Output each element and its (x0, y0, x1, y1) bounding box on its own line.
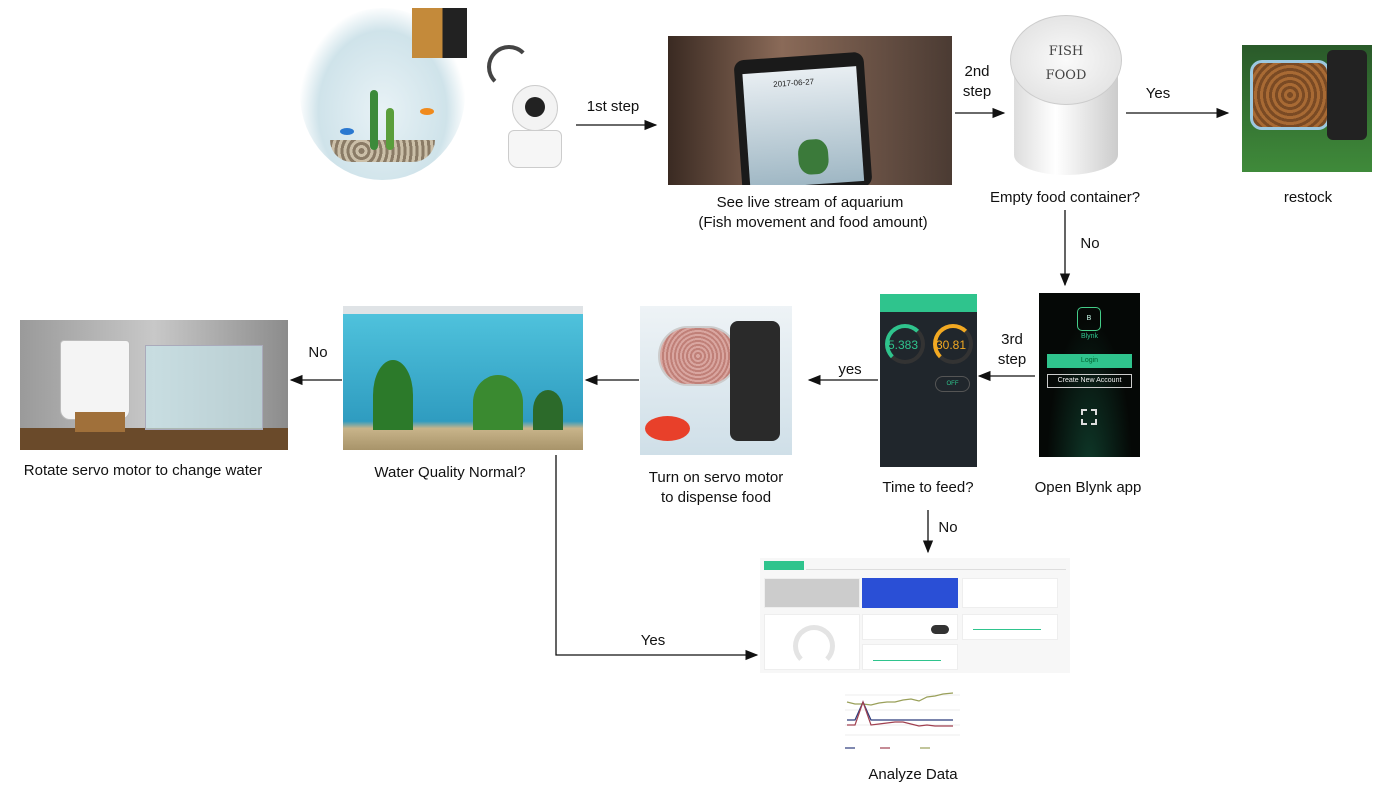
live-stream-phone-image: 2017-06-27 (668, 36, 952, 185)
step3-label-2: step (997, 351, 1027, 368)
food-can-text-1: FISH (1048, 44, 1084, 59)
decision-no-feed: No (938, 519, 958, 536)
fish-food-container-image: FISH FOOD (1010, 15, 1122, 180)
water-change-setup-image (20, 320, 288, 450)
gauge-value-2: 30.81 (936, 338, 967, 352)
caption-restock: restock (1283, 189, 1333, 206)
blynk-monitoring-screen: 5.383 30.81 OFF (880, 294, 977, 467)
caption-empty-container: Empty food container? (989, 189, 1141, 206)
sensor-history-chart (845, 692, 960, 749)
caption-servo-1: Turn on servo motor (648, 469, 784, 486)
blynk-off-button[interactable]: OFF (935, 376, 970, 392)
qr-icon (1081, 409, 1097, 425)
caption-time-to-feed: Time to feed? (882, 479, 974, 496)
step2-label-1: 2nd (964, 63, 990, 80)
caption-change-water: Rotate servo motor to change water (23, 462, 263, 479)
food-can-text-2: FOOD (1045, 68, 1087, 83)
restock-feeder-image (1242, 45, 1372, 172)
caption-water-quality: Water Quality Normal? (374, 464, 526, 481)
ip-camera-image (500, 85, 570, 170)
blynk-create-account-button[interactable]: Create New Account (1047, 374, 1132, 388)
auto-feeder-thumbnail (412, 8, 467, 58)
step2-label-2: step (962, 83, 992, 100)
decision-no-container: No (1080, 235, 1100, 252)
series-ph (847, 700, 953, 721)
arrow-yes-water (555, 455, 759, 661)
caption-live-stream-1: See live stream of aquarium (716, 194, 904, 211)
decision-yes-restock: Yes (1145, 85, 1171, 102)
decision-no-water: No (308, 344, 328, 361)
caption-analyze: Analyze Data (868, 766, 958, 783)
decision-yes-water: Yes (640, 632, 666, 649)
caption-open-blynk: Open Blynk app (1034, 479, 1142, 496)
aquarium-image (343, 306, 583, 450)
servo-feeder-image (640, 306, 792, 455)
blynk-login-button[interactable]: Login (1047, 354, 1132, 368)
caption-live-stream-2: (Fish movement and food amount) (698, 214, 928, 231)
dashboard-screenshot (760, 558, 1070, 673)
live-stream-date: 2017-06-27 (772, 77, 815, 89)
step3-label-1: 3rd (1001, 331, 1023, 348)
gauge-value-1: 5.383 (888, 338, 919, 352)
decision-yes-feed: yes (838, 361, 862, 378)
caption-servo-2: to dispense food (660, 489, 772, 506)
blynk-login-screen: B Blynk Login Create New Account (1039, 293, 1140, 457)
series-turbidity (847, 700, 953, 727)
wifi-icon (487, 45, 531, 89)
step1-label: 1st step (586, 98, 640, 115)
blynk-brand: Blynk (1080, 333, 1099, 340)
